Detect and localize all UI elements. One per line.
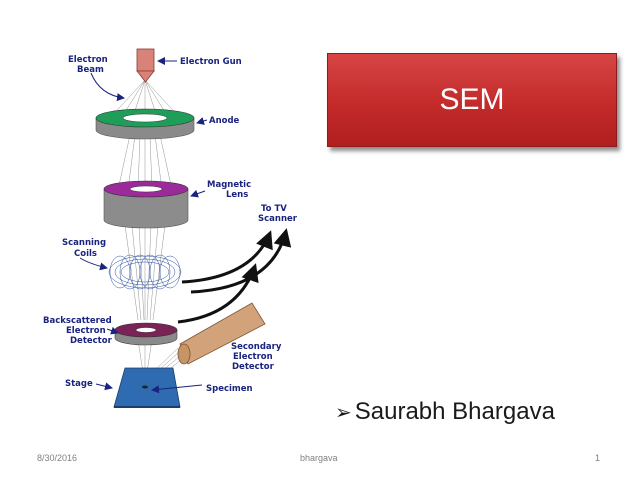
author-line: ➢ Saurabh Bhargava (335, 398, 555, 426)
label-tv-scanner-2: Scanner (258, 214, 298, 224)
label-backscattered-3: Detector (70, 336, 113, 346)
label-backscattered-1: Backscattered (43, 316, 112, 326)
label-scanning-coils-1: Scanning (62, 238, 106, 248)
stage (113, 367, 181, 408)
bullet-arrow-icon: ➢ (335, 400, 352, 424)
label-scanning-coils-2: Coils (74, 249, 97, 259)
electron-gun (136, 48, 155, 83)
label-magnetic-lens-2: Lens (226, 190, 248, 200)
label-anode: Anode (209, 116, 240, 126)
label-electron-beam-2: Beam (77, 65, 104, 75)
label-secondary-3: Detector (232, 362, 275, 372)
label-arrows (79, 57, 208, 394)
anode (95, 108, 195, 140)
backscattered-detector (114, 322, 178, 346)
title-box: SEM (327, 53, 617, 147)
label-stage: Stage (65, 379, 93, 389)
scanning-coils (108, 254, 182, 290)
label-secondary-2: Electron (233, 352, 273, 362)
magnetic-lens (103, 180, 189, 229)
footer-center: bhargava (300, 453, 338, 463)
label-backscattered-2: Electron (66, 326, 106, 336)
footer-page-number: 1 (595, 453, 601, 463)
author-name: Saurabh Bhargava (354, 398, 555, 425)
label-secondary-1: Secondary (231, 342, 282, 352)
label-specimen: Specimen (206, 384, 253, 394)
slide-title: SEM (439, 83, 505, 116)
label-electron-beam-1: Electron (68, 55, 108, 65)
label-magnetic-lens-1: Magnetic (207, 180, 251, 190)
label-electron-gun: Electron Gun (180, 57, 242, 67)
secondary-detector (146, 302, 266, 385)
signal-arrows (177, 228, 292, 324)
label-tv-scanner-1: To TV (261, 204, 287, 214)
footer-date: 8/30/2016 (37, 453, 78, 463)
